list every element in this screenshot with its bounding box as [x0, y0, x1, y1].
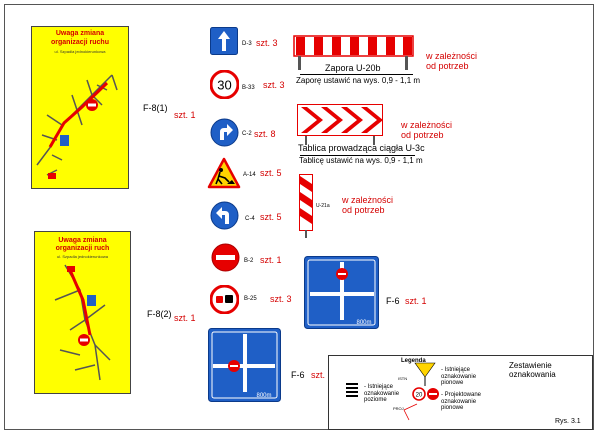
- map-qty-1: szt. 1: [174, 110, 196, 120]
- legend-proj-tag: PROJ: [393, 406, 404, 411]
- map-title-line2: organizacji ruchu: [51, 39, 109, 46]
- sign-d3-code: D-3: [242, 41, 252, 47]
- sign-f6-large-icon: 800m: [208, 328, 281, 402]
- sign-a14-qty: szt. 5: [260, 168, 282, 178]
- barrier-u20b-icon: [293, 35, 414, 70]
- sign-c4-qty: szt. 5: [260, 212, 282, 222]
- map-board-1: Uwaga zmiana organizacji ruchu ul. Szpad…: [31, 26, 129, 189]
- map-title-line2: organizacji ruch: [55, 245, 110, 252]
- map-title-line1: Uwaga zmiana: [58, 237, 107, 244]
- map-subtitle: ul. Szpadla jednokierunkowa: [54, 49, 106, 54]
- existing-vertical-marking-icon: [414, 362, 436, 386]
- legend-title: Zestawienie oznakowania: [509, 361, 556, 379]
- projected-pointer-icon: [403, 403, 418, 421]
- board-u3c-dep2: od potrzeb: [401, 130, 444, 140]
- map-road-network: [36, 74, 118, 179]
- sign-b2-qty: szt. 1: [260, 255, 282, 265]
- sign-b2-code: B-2: [244, 258, 254, 264]
- drawing-frame: [4, 4, 594, 430]
- legend-b33-number: 20: [416, 393, 423, 399]
- sign-f6-large-inner: 800m: [256, 393, 271, 399]
- board-u3c-divider: [300, 155, 415, 156]
- map-code-1: F-8(1): [143, 103, 168, 113]
- post-u21a-dep2: od potrzeb: [342, 205, 385, 215]
- board-u3c-title: Tablica prowadząca ciągła U-3c: [298, 143, 425, 153]
- sign-a14-road-works-icon: [207, 157, 241, 189]
- map-road-network: [54, 264, 111, 381]
- map-title-line1: Uwaga zmiana: [55, 30, 105, 37]
- sign-b25-no-overtaking-trucks-icon: [210, 285, 239, 314]
- sign-f6-large-qty: szt. 1: [311, 370, 333, 380]
- sign-c2-code: C-2: [242, 131, 252, 137]
- sign-f6-small-inner: 800m: [356, 320, 371, 326]
- projected-vertical-marking-icon: 20: [412, 387, 439, 401]
- barrier-u20b-note: Zaporę ustawić na wys. 0,9 - 1,1 m: [296, 76, 421, 85]
- sign-c2-qty: szt. 8: [254, 129, 276, 139]
- legend-box: Legenda Zestawienie oznakowania - Istnie…: [328, 355, 593, 430]
- sign-f6-small-qty: szt. 1: [405, 296, 427, 306]
- post-u21a-dep1: w zależności: [342, 195, 394, 205]
- barrier-u20b-dep1: w zależności: [426, 51, 478, 61]
- sign-a14-code: A-14: [243, 172, 256, 178]
- sign-c4-turn-left-icon: [210, 201, 239, 230]
- legend-ist-tag: ISTN: [398, 376, 408, 381]
- sign-b33-code: B-33: [242, 85, 255, 91]
- sign-d3-qty: szt. 3: [256, 38, 278, 48]
- board-u3c-icon: [297, 104, 383, 136]
- legend-existing-horizontal: - Istniejące oznakowanie poziome: [364, 384, 400, 403]
- sign-d3-one-way-icon: [210, 27, 238, 55]
- legend-projected-vertical: - Projektowane oznakowanie pionowe: [441, 392, 482, 411]
- sign-b33-number: 30: [217, 78, 231, 93]
- legend-existing-vertical: - Istniejące oznakowanie pionowe: [441, 367, 477, 386]
- barrier-u20b-dep2: od potrzeb: [426, 61, 469, 71]
- board-u3c-post-left: [305, 136, 307, 145]
- board-u3c-post-right: [373, 136, 375, 145]
- barrier-u20b-divider: [300, 74, 413, 75]
- sign-f6-large-code: F-6: [291, 370, 305, 380]
- sign-b2-no-entry-icon: [211, 243, 240, 272]
- sign-b33-qty: szt. 3: [263, 80, 285, 90]
- board-u3c-dep1: w zależności: [401, 120, 453, 130]
- map-code-2: F-8(2): [147, 309, 172, 319]
- post-u21a-code: U-21a: [316, 203, 330, 209]
- sign-b33-speed-limit-icon: 30: [210, 70, 239, 99]
- post-u21a-icon: [299, 174, 313, 238]
- legend-figure-number: Rys. 3.1: [555, 418, 581, 425]
- map-subtitle: ul. Szpadla jednokierunkowa: [57, 254, 108, 259]
- map-qty-2: szt. 1: [174, 313, 196, 323]
- sign-c4-code: C-4: [245, 216, 255, 222]
- board-u3c-note: Tablicę ustawić na wys. 0,9 - 1,1 m: [299, 156, 423, 165]
- sign-b25-code: B-25: [244, 296, 257, 302]
- sign-b25-qty: szt. 3: [270, 294, 292, 304]
- legend-heading: Legenda: [401, 358, 426, 364]
- map-board-2: Uwaga zmiana organizacji ruch ul. Szpadl…: [34, 231, 131, 394]
- sign-f6-small-icon: 800m: [304, 256, 379, 329]
- existing-horizontal-marking-icon: [346, 383, 358, 397]
- sign-f6-small-code: F-6: [386, 296, 400, 306]
- barrier-u20b-title: Zapora U-20b: [325, 63, 381, 73]
- sign-c2-turn-right-icon: [210, 118, 239, 147]
